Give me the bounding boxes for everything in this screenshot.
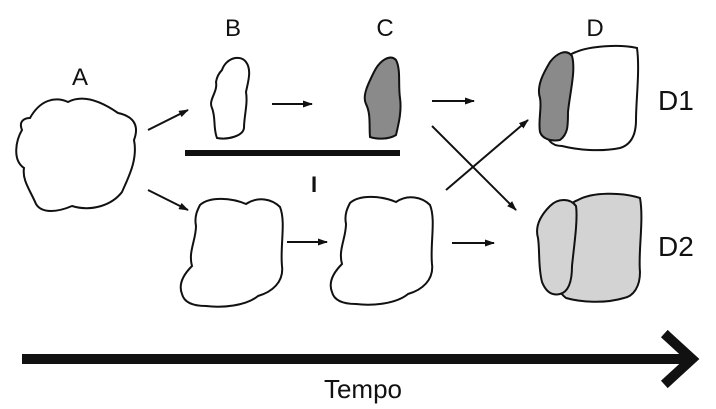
shape-bottom-2 — [331, 197, 433, 305]
label-time: Tempo — [324, 374, 402, 404]
arrow-a-to-b — [148, 110, 188, 130]
label-a: A — [72, 64, 88, 91]
label-d1: D1 — [658, 85, 694, 116]
label-d2: D2 — [658, 231, 694, 262]
bar-i — [185, 150, 400, 156]
shape-b — [211, 58, 249, 139]
shape-d1-small — [539, 52, 573, 140]
shape-bottom-1 — [181, 199, 283, 307]
label-i: I — [311, 172, 317, 197]
shape-c — [365, 58, 401, 139]
shape-d2-small — [537, 200, 576, 295]
arrow-a-to-bottom — [148, 190, 188, 210]
arrow-cross-up — [446, 120, 528, 190]
shape-a — [16, 99, 136, 211]
label-d: D — [586, 15, 603, 42]
label-b: B — [225, 15, 241, 42]
arrow-cross-down — [432, 126, 516, 210]
label-c: C — [376, 15, 393, 42]
